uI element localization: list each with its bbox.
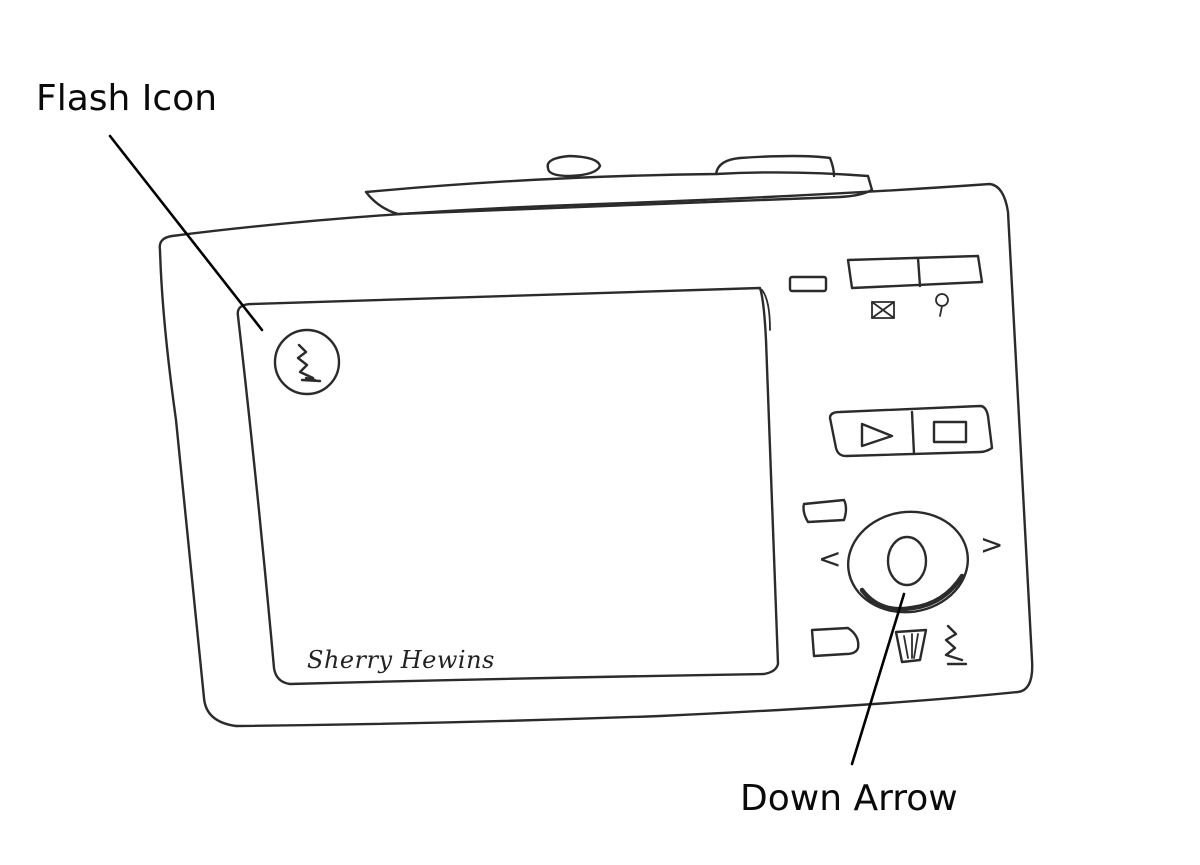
tele-icon: [935, 293, 949, 317]
artist-signature: Sherry Hewins: [307, 646, 495, 674]
shutter-button: [714, 154, 836, 178]
mode-dial: [546, 154, 602, 178]
top-right-controls: [788, 254, 984, 319]
flash-icon-leader: [108, 134, 264, 332]
trash-icon: [894, 628, 928, 664]
top-controls: [364, 154, 874, 216]
lcd-screen: [236, 286, 780, 686]
down-arrow-leader: [850, 592, 906, 766]
ok-button: [886, 535, 928, 587]
indicator-light: [788, 275, 828, 293]
camera-mode-icon: [932, 420, 968, 444]
d-pad: [846, 510, 970, 614]
play-icon: [860, 422, 894, 448]
lcd-flash-icon: [273, 328, 341, 396]
flash-icon-label: Flash Icon: [36, 78, 218, 119]
screen-bezel-edge: [761, 289, 771, 331]
bottom-flash-icon: [944, 624, 968, 666]
camera-body: [158, 182, 1034, 728]
zoom-rocker: [846, 254, 984, 290]
down-arrow-label: Down Arrow: [740, 778, 958, 819]
display-button: [810, 626, 860, 658]
wide-icon: [871, 301, 895, 319]
shutter-bar: [364, 171, 874, 216]
menu-button: [802, 498, 848, 524]
mode-buttons: [828, 404, 994, 458]
right-arrow-icon: >: [980, 528, 1004, 561]
left-arrow-icon: <: [818, 542, 842, 575]
